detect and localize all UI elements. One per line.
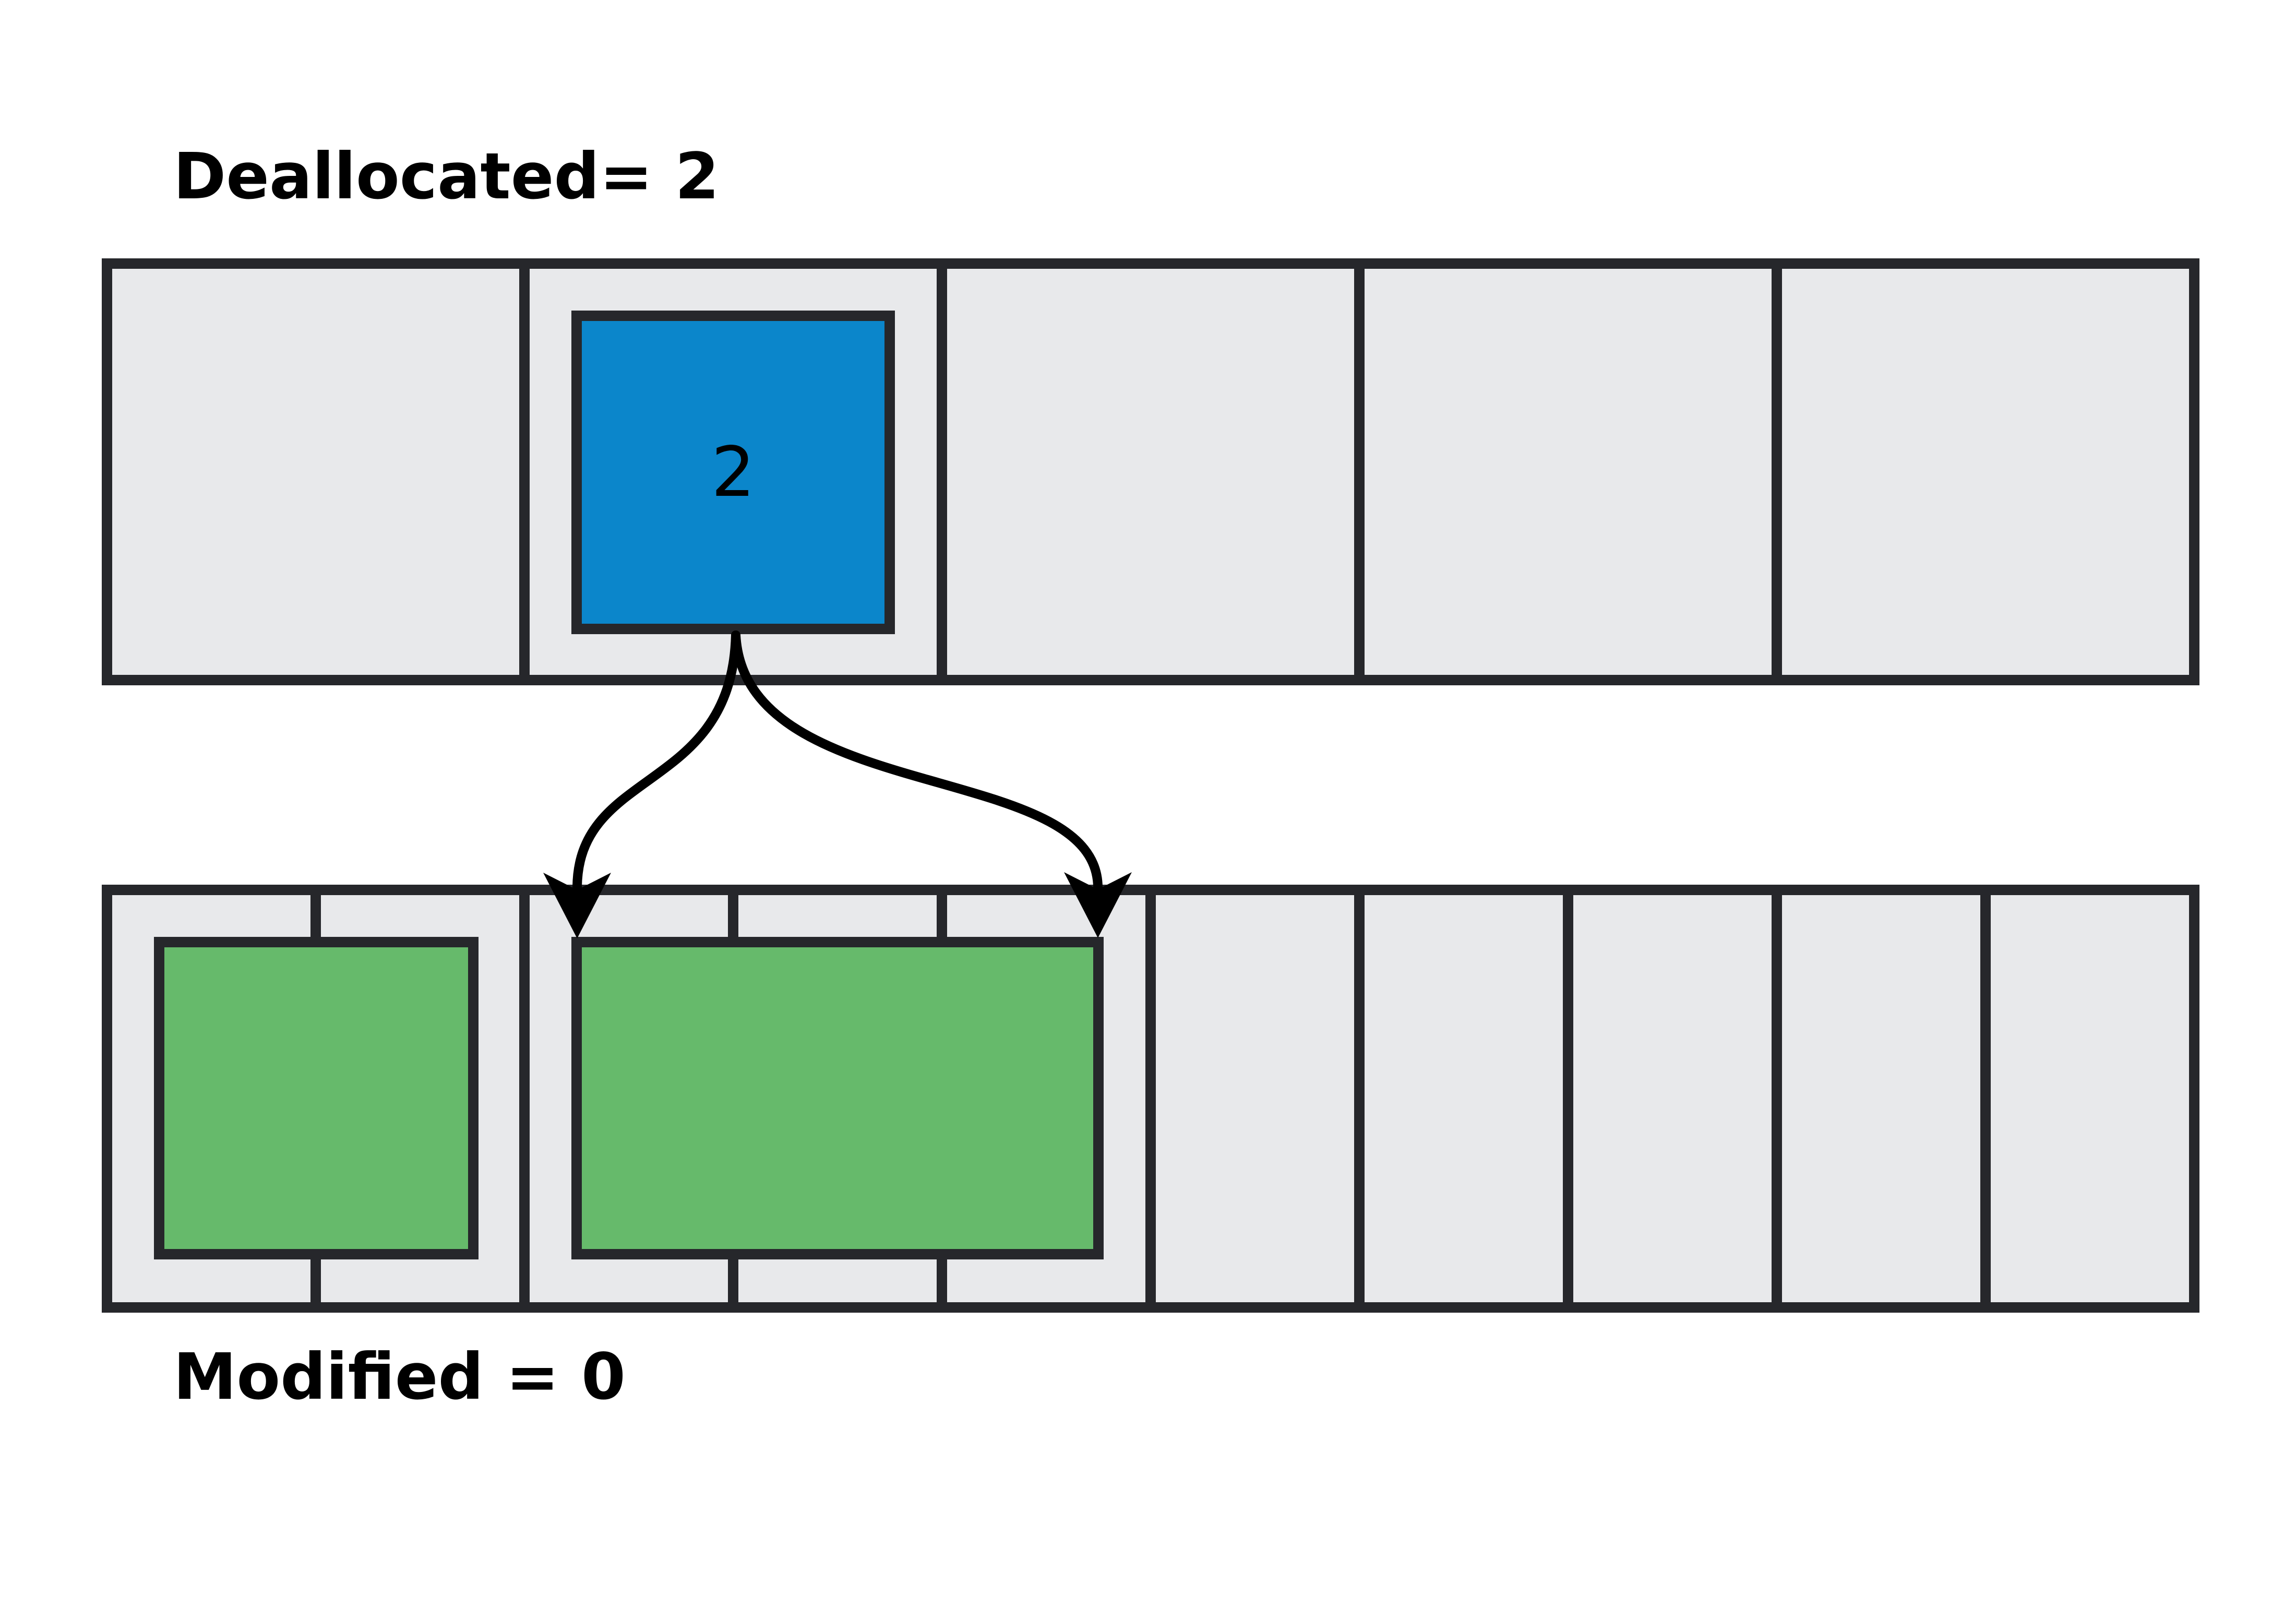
deallocated-block-id-label: 2 (711, 432, 755, 513)
deallocated-block: 2 (571, 311, 895, 634)
deallocated-count-label: Deallocated= 2 (173, 139, 720, 213)
memory-cell (1772, 269, 2189, 675)
memory-cell (1772, 895, 1980, 1302)
memory-cell (112, 269, 519, 675)
memory-cell (1145, 895, 1354, 1302)
deallocated-memory-row (102, 258, 2199, 685)
memory-cell (1980, 895, 2189, 1302)
allocated-block-1 (154, 937, 479, 1259)
memory-cell (1354, 269, 1772, 675)
memory-cell (1563, 895, 1772, 1302)
memory-cell (1354, 895, 1563, 1302)
modified-count-label: Modified = 0 (173, 1340, 626, 1414)
allocated-block-2 (571, 937, 1104, 1259)
memory-cell (937, 269, 1354, 675)
